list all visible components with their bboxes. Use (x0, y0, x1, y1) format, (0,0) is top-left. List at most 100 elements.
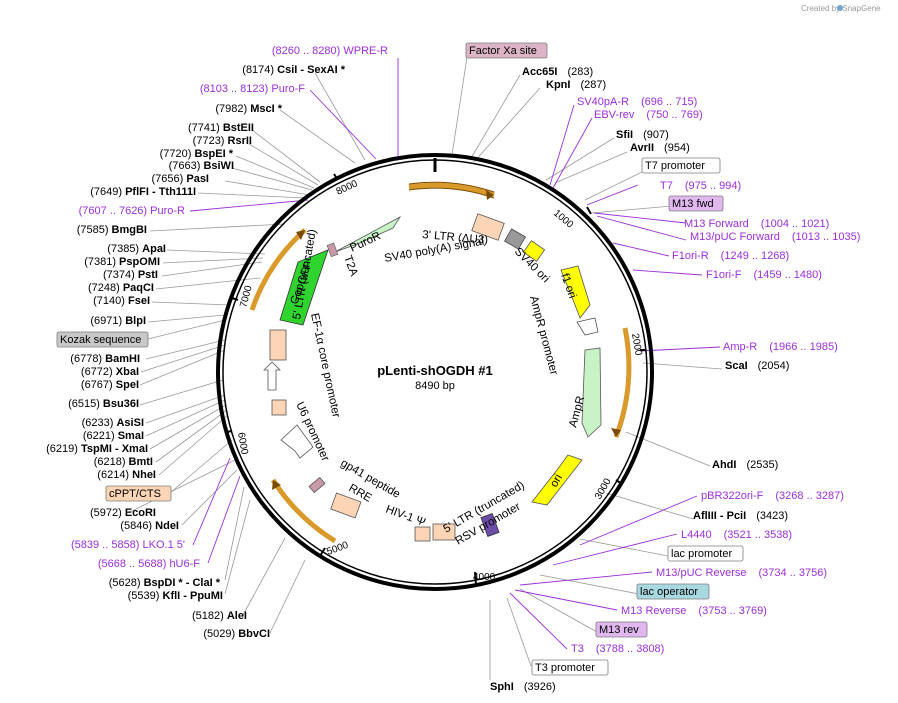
label-leader-lines (129, 56, 723, 680)
copgfp-arrow (279, 249, 329, 326)
enzyme-site-label: SfiI(907) (616, 129, 669, 141)
box-t7-promoter: T7 promoter (645, 160, 705, 172)
primer-label: (8260 .. 8280) WPRE-R (272, 45, 388, 57)
arc-arrowhead (296, 230, 305, 240)
ampr-arrow (581, 347, 602, 438)
enzyme-site-label: (6778) BamHI (70, 353, 140, 365)
enzyme-site-label: (6221) SmaI (83, 430, 144, 442)
primer-label: T3(3788 .. 3808) (571, 643, 664, 655)
box-t3-promoter: T3 promoter (535, 662, 595, 674)
primer-label: M13 Forward(1004 .. 1021) (684, 218, 829, 230)
primer-label: pBR322ori-F(3268 .. 3287) (701, 490, 844, 502)
enzyme-site-label: (7248) PaqCI (88, 282, 154, 294)
enzyme-site-label: (7585) BmgBI (77, 224, 147, 236)
right-site-labels: Acc65I(283)KpnI(287) SV40pA-R(696 .. 715)… (490, 66, 860, 693)
feature-label-puror: PuroR (348, 230, 383, 255)
primer-label: M13/pUC Forward(1013 .. 1035) (690, 231, 860, 243)
rre-box (330, 492, 362, 519)
enzyme-site-label: (6767) SpeI (81, 379, 139, 391)
enzyme-site-label: KpnI(287) (546, 79, 606, 91)
primer-label: (8103 .. 8123) Puro-F (200, 83, 305, 95)
tick-label: 1000 (551, 208, 575, 231)
enzyme-site-label: (5182) AleI (192, 610, 247, 622)
enzyme-site-label: (5972) EcoRI (90, 507, 156, 519)
primer-label: M13/pUC Reverse(3734 .. 3756) (656, 567, 827, 579)
enzyme-site-label: (5029) BbvCI (203, 628, 270, 640)
enzyme-site-label: (6971) BlpI (90, 315, 146, 327)
box-m13-rev: M13 rev (599, 624, 639, 636)
enzyme-site-label: AhdI(2535) (712, 459, 778, 471)
enzyme-site-label: (7723) RsrII (193, 135, 252, 147)
primer-label: L4440(3521 .. 3538) (681, 529, 792, 541)
sv40ori-box (522, 240, 546, 262)
primer-label: EBV-rev(750 .. 769) (594, 109, 703, 121)
enzyme-site-label: (7140) FseI (93, 295, 150, 307)
feature-label-hiv-psi: HIV-1 Ψ (384, 504, 427, 529)
enzyme-site-label: (7374) PstI (103, 269, 158, 281)
plasmid-name: pLenti-shOGDH #1 (377, 363, 493, 378)
primer-label: SV40pA-R(696 .. 715) (577, 96, 697, 108)
enzyme-site-label: (6214) NheI (97, 469, 156, 481)
gp41-box (308, 476, 326, 494)
enzyme-site-label: Acc65I(283) (522, 66, 593, 78)
feature-label-ef1a: EF-1α core promoter (308, 312, 342, 419)
ef1a-arrow (263, 361, 281, 391)
left-site-labels: (8260 .. 8280) WPRE-R (8174) CsiI - SexAI… (46, 45, 388, 640)
enzyme-site-label: (6515) Bsu36I (68, 398, 139, 410)
ampr-promoter-arrow (576, 317, 599, 336)
backbone-outer (216, 153, 654, 591)
tick-label: 4000 (473, 572, 496, 583)
enzyme-site-label: (6772) XbaI (81, 366, 139, 378)
enzyme-site-label: ScaI(2054) (725, 360, 789, 372)
u6-arrow (280, 424, 314, 459)
enzyme-site-label: (7741) BstEII (188, 122, 254, 134)
enzyme-site-label: (6218) BmtI (94, 456, 153, 468)
ltr5-rsv-box (432, 523, 456, 541)
enzyme-site-label: (6233) AsiSI (82, 417, 144, 429)
enzyme-site-label: (7381) PspOMI (84, 256, 160, 268)
box-kozak: Kozak sequence (60, 334, 141, 346)
puror-arrow (334, 215, 402, 253)
enzyme-site-label: (7385) ApaI (107, 243, 166, 255)
feature-label-t2a: T2A (341, 254, 360, 278)
enzyme-site-label: (5539) KflI - PpuMI (128, 590, 223, 602)
tick-label: 2000 (629, 333, 644, 357)
u6-box (271, 399, 287, 416)
ori-arrow (531, 454, 583, 506)
primer-label: Amp-R(1966 .. 1985) (723, 341, 838, 353)
arc-arrowhead (272, 480, 281, 490)
enzyme-site-label: (7982) MscI * (215, 103, 282, 115)
hiv-psi-box (414, 526, 431, 542)
enzyme-site-label: (7649) PflFI - Tth111I (90, 186, 196, 198)
enzyme-site-label: (8174) CsiI - SexAI * (242, 64, 345, 76)
lac-region-box (480, 513, 500, 537)
primer-label: T7(975 .. 994) (660, 180, 741, 192)
primer-label: (7607 .. 7626) Puro-R (79, 205, 185, 217)
box-cppt: cPPT/CTS (109, 488, 161, 500)
ltr5-box (269, 329, 287, 361)
plasmid-size: 8490 bp (415, 380, 455, 392)
ltr3-box (471, 213, 505, 241)
snapgene-logo-icon (837, 5, 843, 11)
enzyme-site-label: AvrII(954) (630, 142, 690, 154)
enzyme-site-label: (5628) BspDI * - ClaI * (109, 577, 221, 589)
primer-label: F1ori-F(1459 .. 1480) (706, 269, 822, 281)
arc-arrowhead (486, 190, 494, 200)
tick-label: 8000 (335, 178, 360, 198)
enzyme-site-label: (6219) TspMI - XmaI (46, 443, 148, 455)
feature-label-ltr3: 3' LTR (ΔU3) (422, 229, 489, 247)
tick-label: 6000 (235, 432, 250, 456)
f1ori-arrow (560, 265, 591, 319)
enzyme-site-label: (7663) BsiWI (169, 160, 234, 172)
enzyme-site-label: AflIII - PciI(3423) (693, 510, 788, 522)
primer-lines (189, 58, 721, 650)
box-m13-fwd: M13 fwd (672, 198, 714, 210)
primer-label: F1ori-R(1249 .. 1268) (672, 250, 789, 262)
enzyme-site-label: (5846) NdeI (120, 520, 179, 532)
primer-label: (5839 .. 5858) LKO.1 5' (71, 539, 185, 551)
tick-label: 5000 (325, 540, 350, 558)
t2a-box (326, 242, 339, 258)
box-factor-xa: Factor Xa site (469, 45, 537, 57)
sv40pa-box (504, 228, 526, 250)
